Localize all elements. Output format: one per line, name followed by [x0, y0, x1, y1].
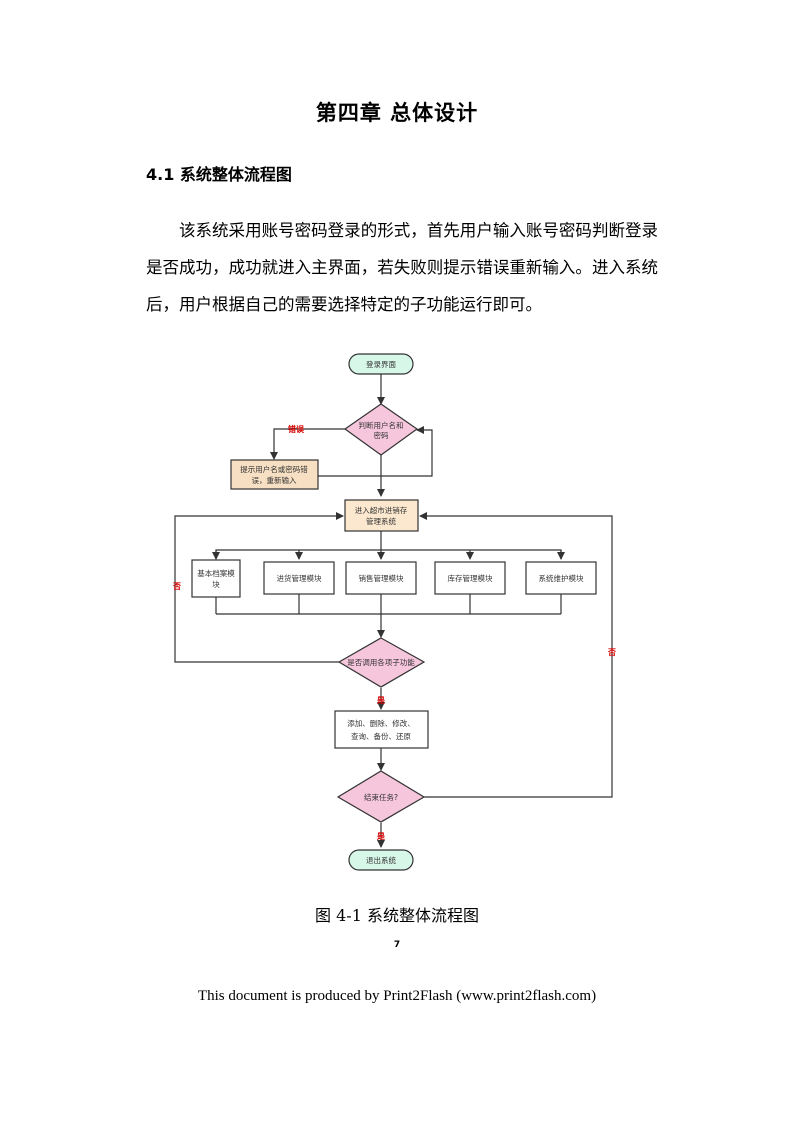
module-label-inventory: 库存管理模块 — [448, 573, 493, 583]
end-task-label: 结束任务? — [364, 792, 398, 802]
main-system-box — [344, 499, 419, 532]
use-subfunction-decision — [337, 637, 426, 688]
section-heading: 4.1 系统整体流程图 — [146, 165, 292, 184]
footer-note: This document is produced by Print2Flash… — [197, 988, 597, 1004]
end-task-decision — [336, 770, 426, 823]
login-check-decision — [343, 403, 419, 456]
flow-connectors — [174, 374, 613, 848]
label-no-left: 否 — [172, 582, 181, 591]
module-label-basic-archive-2: 块 — [212, 579, 220, 589]
module-label-purchase: 进货管理模块 — [277, 573, 322, 583]
error-prompt-label-2: 误，重新输入 — [252, 475, 297, 485]
module-box-basic-archive — [191, 559, 241, 598]
flowchart-figure: 登录界面 判断用户名和 密码 提示用户名或密码错 误，重新输入 进入超市进销存 … — [165, 348, 625, 878]
start-terminal — [348, 353, 414, 375]
login-check-label-1: 判断用户名和 — [359, 420, 404, 430]
main-system-label-1: 进入超市进销存 — [355, 505, 408, 515]
figure-caption: 图 4-1 系统整体流程图 — [315, 906, 479, 925]
chapter-title: 第四章 总体设计 — [315, 101, 479, 125]
error-prompt-box — [230, 459, 319, 490]
main-system-label-2: 管理系统 — [366, 516, 396, 526]
operations-box — [334, 710, 429, 749]
exit-label: 退出系统 — [366, 855, 396, 865]
module-box-maintenance — [525, 561, 597, 595]
module-box-inventory — [434, 561, 506, 595]
module-label-sales: 销售管理模块 — [359, 573, 404, 583]
start-label: 登录界面 — [366, 359, 396, 369]
label-error: 错误 — [288, 424, 305, 434]
label-yes-1: 是 — [376, 695, 385, 705]
body-paragraph: 该系统采用账号密码登录的形式，首先用户输入账号密码判断登录是否成功，成功就进入主… — [146, 221, 658, 314]
module-box-sales — [345, 561, 417, 595]
module-box-purchase — [263, 561, 335, 595]
module-label-basic-archive-1: 基本档案模 — [197, 568, 235, 578]
error-prompt-label-1: 提示用户名或密码错 — [240, 464, 308, 474]
page-number: 7 — [393, 940, 401, 950]
operations-label-1: 添加、删除、修改、 — [347, 718, 415, 728]
exit-terminal — [348, 849, 414, 871]
login-check-label-2: 密码 — [374, 430, 389, 440]
use-subfunction-label: 是否调用各项子功能 — [347, 657, 415, 667]
module-label-maintenance: 系统维护模块 — [539, 573, 584, 583]
label-no-right: 否 — [607, 648, 616, 657]
label-yes-2: 是 — [376, 831, 385, 841]
operations-label-2: 查询、备份、还原 — [351, 731, 411, 741]
